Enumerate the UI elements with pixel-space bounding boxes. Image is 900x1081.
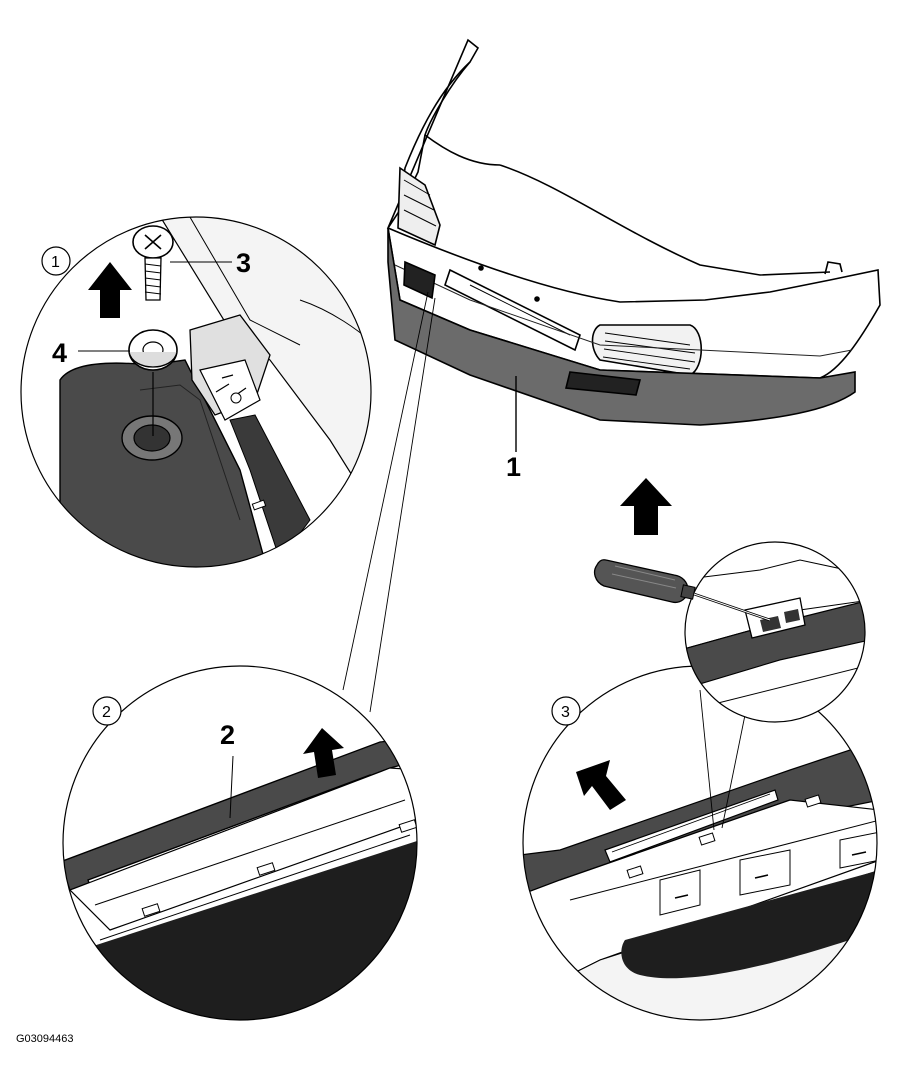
detail-2-trim-strip <box>62 665 418 1021</box>
detail-3-magnifier <box>684 541 866 723</box>
step-3-label: 3 <box>561 704 570 721</box>
part-3-label: 3 <box>236 248 251 278</box>
front-bumper <box>386 38 881 426</box>
detail-3-release-clips <box>522 665 878 1021</box>
detail-1-screw <box>20 216 372 568</box>
step-1-label: 1 <box>51 254 60 271</box>
step-3-marker <box>551 696 581 726</box>
figure-code: G03094463 <box>16 1033 74 1045</box>
part-2-label: 2 <box>220 720 235 750</box>
part-4-label: 4 <box>52 338 67 368</box>
pry-up-arrow-icon <box>620 478 672 535</box>
step-1-marker <box>41 246 71 276</box>
lift-up-arrow-icon <box>303 728 344 778</box>
part-1-label: 1 <box>506 452 521 482</box>
screwdriver-icon <box>593 559 771 622</box>
step-2-label: 2 <box>102 704 111 721</box>
remove-up-arrow-icon <box>88 262 132 318</box>
pull-out-arrow-icon <box>576 760 626 810</box>
step-2-marker <box>92 696 122 726</box>
